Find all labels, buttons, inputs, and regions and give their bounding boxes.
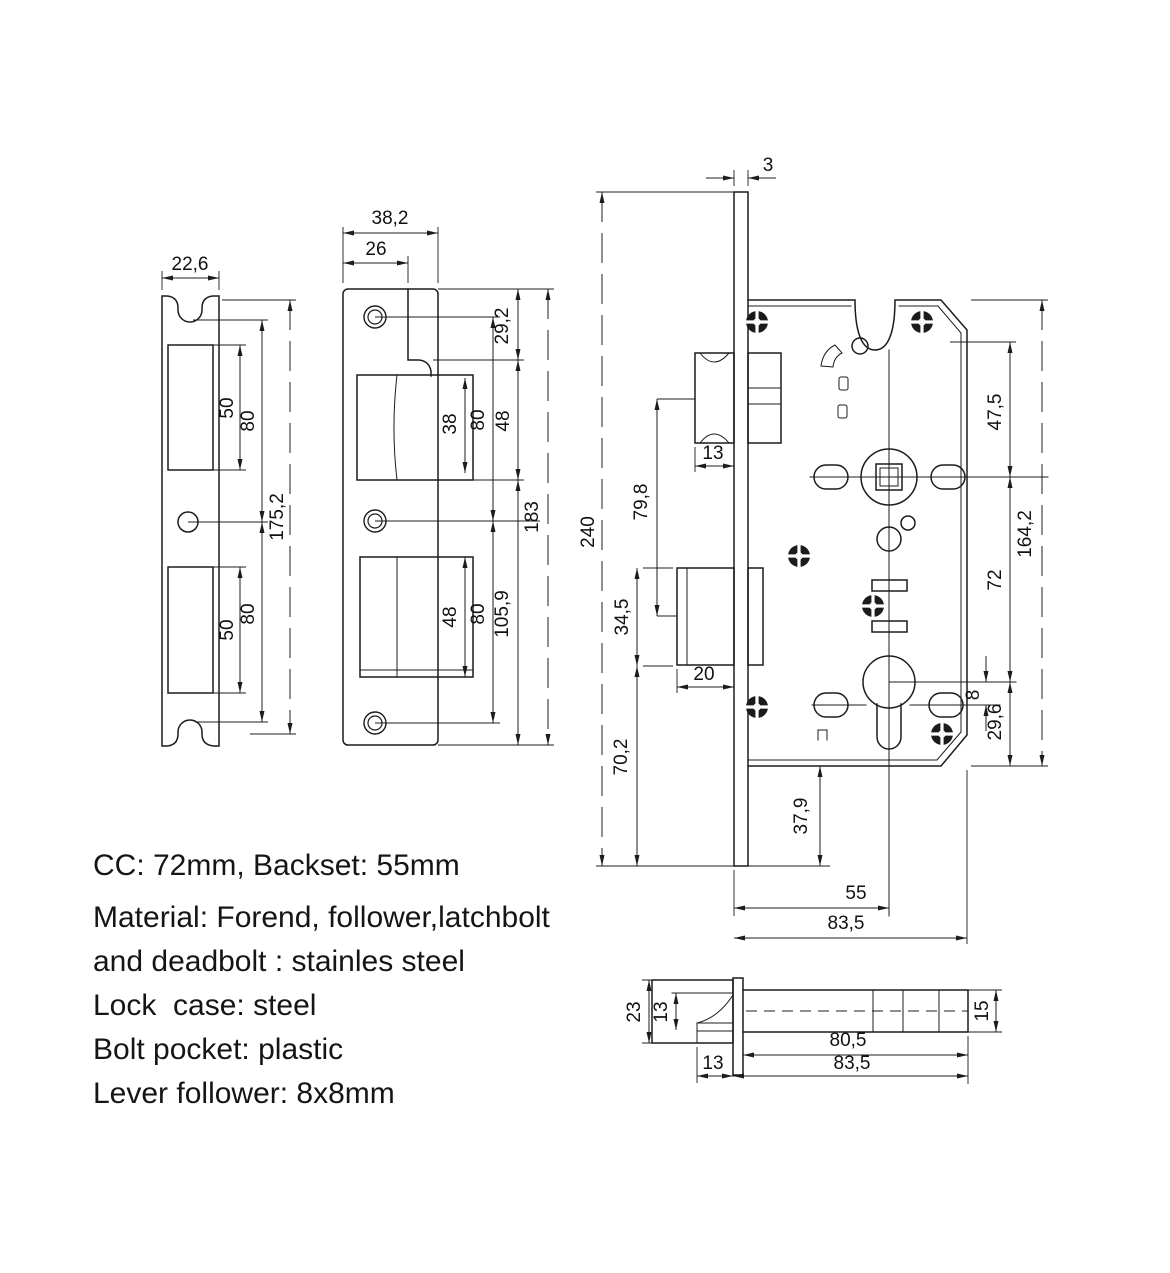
faceplate-profile	[732, 977, 744, 1076]
dim-forend-pitch-upper: 80	[238, 410, 259, 431]
faceplate	[733, 191, 749, 867]
note-material-2: and deadbolt : stainles steel	[93, 945, 465, 978]
forend-plate-outline	[161, 295, 220, 747]
dim-forend-length: 175,2	[267, 493, 288, 541]
dim-strike-pitch-lower: 80	[468, 603, 489, 624]
cylinder-hole	[862, 655, 916, 709]
dim-case-height: 164,2	[1015, 510, 1036, 558]
dim-latch-height: 23	[624, 1001, 645, 1022]
strike-plate-outline	[342, 288, 439, 746]
dim-forend-cut-lower: 50	[217, 619, 238, 640]
latch-pocket-box	[356, 374, 474, 481]
follower-hub	[860, 448, 918, 506]
dim-strike-bottom-zone: 105,9	[492, 590, 513, 638]
dim-latch-throw: 13	[702, 1053, 723, 1074]
latch-bolt-head	[694, 352, 735, 444]
bottom-view: 23 13 15 80,5 13 83,5	[624, 977, 1002, 1084]
dim-faceplate-thickness: 3	[763, 155, 774, 176]
deadbolt-pocket-box	[359, 556, 474, 678]
forend-lower-cutout	[167, 566, 214, 694]
note-lever-follower: Lever follower: 8x8mm	[93, 1077, 395, 1110]
dim-case-width: 15	[972, 1000, 993, 1021]
dim-strike-pitch-upper: 80	[468, 409, 489, 430]
dim-strike-length: 183	[522, 501, 543, 533]
dim-latch-to-bolt: 79,8	[631, 484, 652, 521]
lock-case-outline	[747, 299, 968, 767]
note-material-1: Material: Forend, follower,latchbolt	[93, 901, 550, 934]
follower-square-outer	[875, 463, 903, 491]
follower-square-inner	[879, 467, 899, 487]
fixing-slot	[928, 692, 964, 718]
case-screw	[909, 309, 935, 335]
spec-notes: CC: 72mm, Backset: 55mm Material: Forend…	[93, 844, 550, 1116]
dim-bolt-to-end: 70,2	[611, 739, 632, 776]
note-lock-case: Lock case: steel	[93, 989, 317, 1022]
dim-body-depth: 83,5	[828, 913, 865, 934]
dim-centers: 72	[985, 569, 1006, 590]
dim-spindle: 8	[963, 690, 984, 701]
strike-plate-view: 38,2 26 29,2 48 105,9 183 38 48 80 80	[342, 208, 554, 746]
dim-bolt-width: 20	[693, 664, 714, 685]
dim-latch-width: 13	[702, 443, 723, 464]
fixing-slot	[813, 692, 849, 718]
fixing-slot	[813, 464, 849, 490]
case-screw	[860, 593, 886, 619]
dim-backset: 55	[845, 883, 866, 904]
forend-plate-view: 22,6 50 80 175,2 50 80	[161, 254, 296, 747]
dim-plate-to-follower: 47,5	[985, 394, 1006, 431]
fixing-slot	[930, 464, 966, 490]
dim-forend-cut-upper: 50	[217, 397, 238, 418]
note-bolt-pocket: Bolt pocket: plastic	[93, 1033, 344, 1066]
dim-case-depth: 80,5	[830, 1030, 867, 1051]
case-screw	[929, 721, 955, 747]
dim-strike-latch-opening: 38	[440, 413, 461, 434]
case-screw	[786, 543, 812, 569]
forend-upper-cutout	[167, 344, 214, 471]
case-screw	[744, 309, 770, 335]
dim-strike-bolt-opening: 48	[440, 606, 461, 627]
dim-faceplate-length: 240	[578, 516, 599, 548]
dim-strike-top-to-latch: 29,2	[492, 308, 513, 345]
deadbolt-head	[676, 567, 735, 666]
dim-latch-inner: 13	[651, 1001, 672, 1022]
dim-forend-pitch-lower: 80	[238, 603, 259, 624]
dim-case-to-end: 37,9	[791, 798, 812, 835]
spring-slot	[820, 344, 843, 368]
lock-body-view: 3 240 13 79,8 34,5 20 70,2 37,9 55 83,5 …	[578, 155, 1049, 944]
dim-strike-width-inner: 26	[365, 239, 386, 260]
latch-bolt-body	[747, 352, 782, 444]
dim-strike-latch-zone: 48	[493, 410, 514, 431]
dim-overall-depth: 83,5	[834, 1053, 871, 1074]
dim-bolt-height: 34,5	[612, 599, 633, 636]
deadbolt-body	[747, 567, 764, 666]
dim-strike-width-outer: 38,2	[372, 208, 409, 229]
dim-forend-width: 22,6	[172, 254, 209, 275]
dim-cyl-to-bottom: 29,6	[985, 704, 1006, 741]
note-cc-backset: CC: 72mm, Backset: 55mm	[93, 849, 460, 882]
case-screw	[744, 694, 770, 720]
